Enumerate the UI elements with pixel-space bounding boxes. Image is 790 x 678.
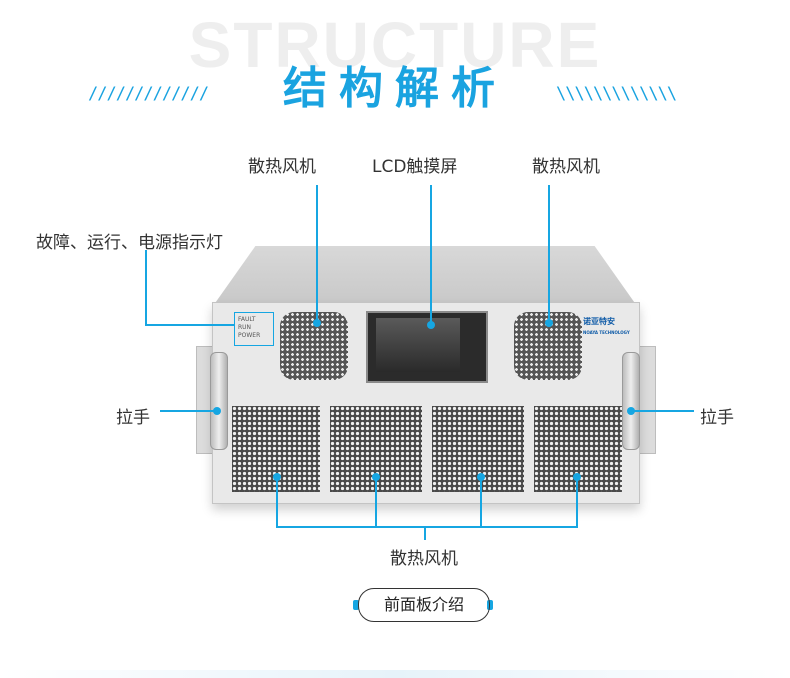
right-slash-decoration: \\\\\\\\\\\\\ xyxy=(556,84,677,104)
right-handle xyxy=(622,352,640,450)
label-indicators: 故障、运行、电源指示灯 xyxy=(36,233,223,253)
callout-line-bottom-fan-horizontal xyxy=(276,526,578,528)
label-fan-bottom: 散热风机 xyxy=(390,549,458,569)
indicator-run: RUN xyxy=(238,324,252,331)
callout-line-indicators-vertical xyxy=(145,250,147,326)
callout-dot-fan-left xyxy=(313,319,321,327)
lcd-screen-area xyxy=(376,318,460,372)
brand-logo: 诺亚特安 NOAYA TECHNOLOGY xyxy=(583,316,630,336)
device-top-cover xyxy=(213,246,637,306)
callout-dot-bottom-fan-1 xyxy=(273,473,281,481)
indicator-highlight-box xyxy=(234,312,274,346)
label-fan-right: 散热风机 xyxy=(532,157,600,177)
label-handle-right: 拉手 xyxy=(700,408,734,428)
label-lcd: LCD触摸屏 xyxy=(372,157,458,177)
callout-line-fan-left xyxy=(316,185,318,323)
callout-dot-bottom-fan-2 xyxy=(372,473,380,481)
callout-line-bottom-fan-1 xyxy=(276,478,278,528)
callout-line-bottom-fan-2 xyxy=(375,478,377,528)
label-handle-left: 拉手 xyxy=(116,408,150,428)
bottom-divider xyxy=(0,670,790,678)
callout-dot-handle-left xyxy=(213,407,221,415)
button-left-accent xyxy=(353,600,359,610)
callout-line-handle-left xyxy=(160,410,216,412)
left-slash-decoration: ///////////// xyxy=(88,84,209,104)
callout-line-handle-right xyxy=(632,410,694,412)
callout-line-indicators-horizontal xyxy=(145,324,235,326)
callout-dot-lcd xyxy=(427,321,435,329)
callout-line-fan-right xyxy=(548,185,550,323)
left-handle xyxy=(210,352,228,450)
callout-line-bottom-fan-4 xyxy=(576,478,578,528)
page-title: 结构解析 xyxy=(283,63,507,114)
brand-logo-sub: NOAYA TECHNOLOGY xyxy=(583,330,630,335)
callout-line-lcd xyxy=(430,185,432,325)
callout-dot-fan-right xyxy=(545,319,553,327)
button-right-accent xyxy=(487,600,493,610)
background-watermark-title: STRUCTURE xyxy=(188,9,602,81)
callout-line-bottom-fan-stem xyxy=(424,526,426,540)
bottom-fan-grille-2 xyxy=(330,406,422,492)
callout-dot-bottom-fan-3 xyxy=(477,473,485,481)
label-fan-left: 散热风机 xyxy=(248,157,316,177)
brand-logo-name: 诺亚特安 xyxy=(583,317,615,326)
indicator-fault: FAULT xyxy=(238,316,256,323)
top-right-fan-grille xyxy=(514,312,582,380)
callout-dot-handle-right xyxy=(627,407,635,415)
front-panel-intro-button[interactable]: 前面板介绍 xyxy=(358,588,490,622)
indicator-power: POWER xyxy=(238,332,261,339)
callout-dot-bottom-fan-4 xyxy=(573,473,581,481)
callout-line-bottom-fan-3 xyxy=(480,478,482,528)
